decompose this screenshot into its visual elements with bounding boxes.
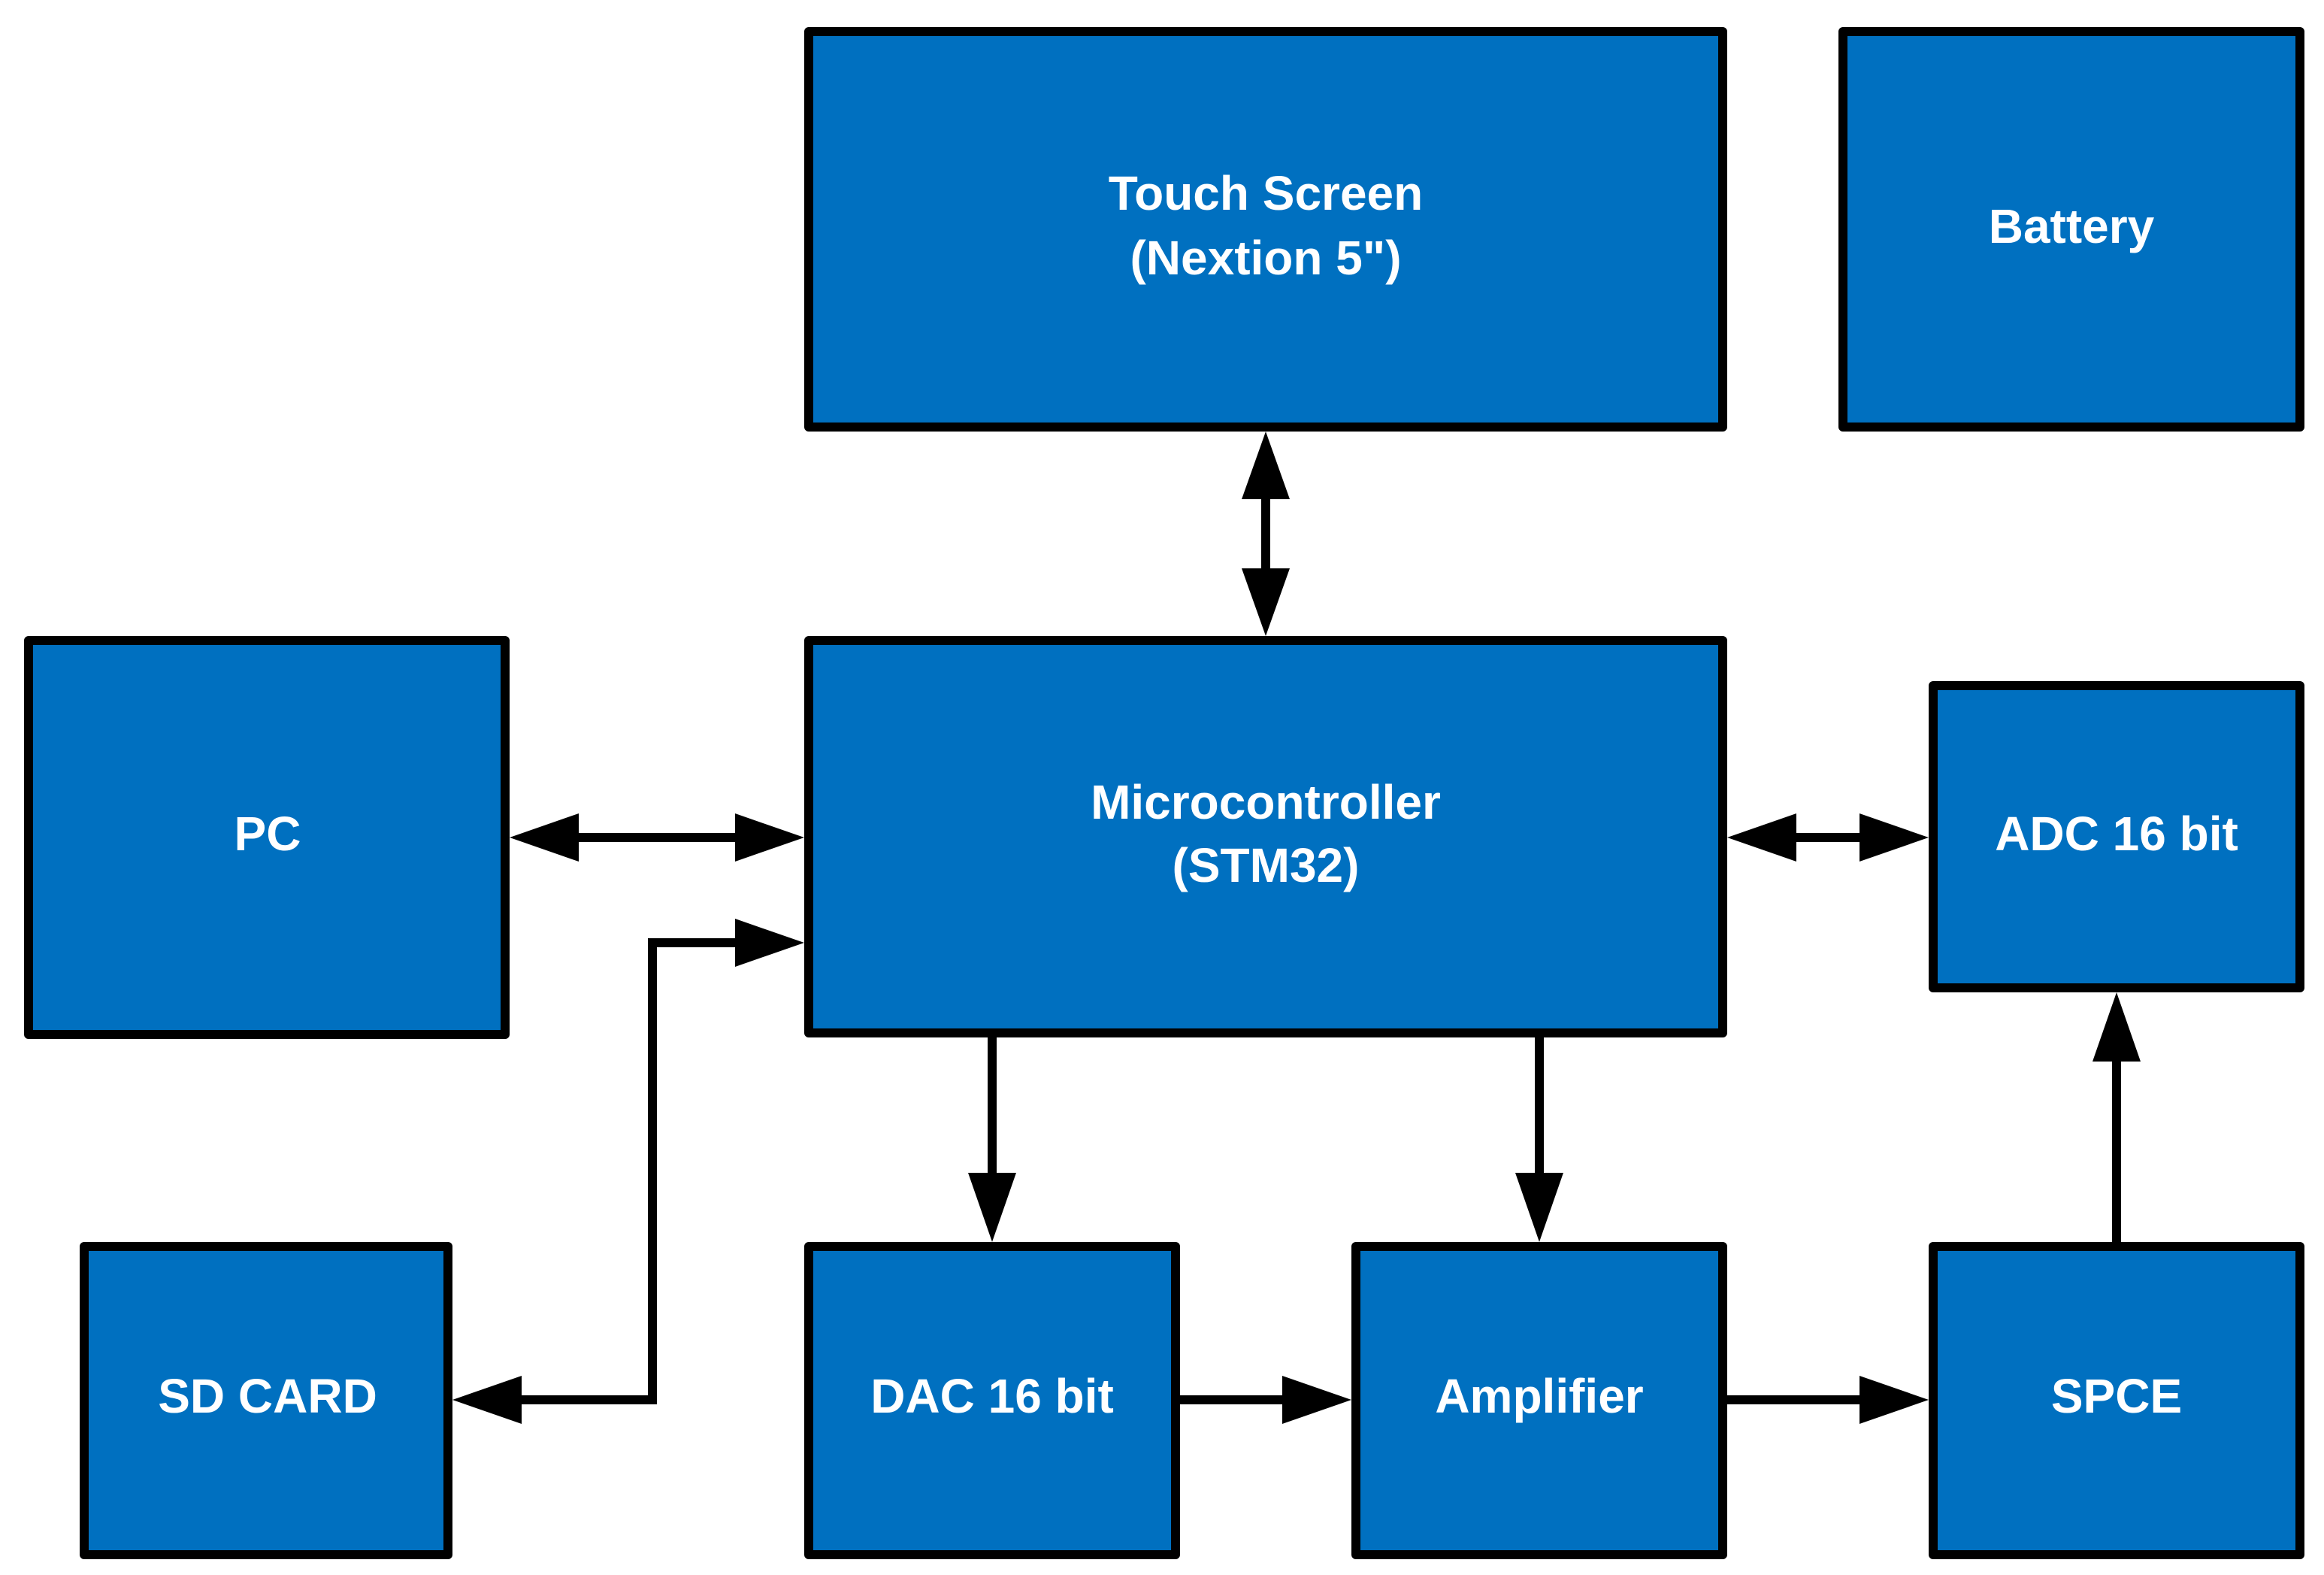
amplifier-spce-arrow (1727, 1376, 1929, 1424)
touchscreen-mcu-arrow (1242, 432, 1290, 636)
pc-label: PC (235, 807, 301, 861)
amplifier-block: Amplifier (1351, 1242, 1727, 1559)
dac-label: DAC 16 bit (870, 1369, 1114, 1423)
sd-card-label: SD CARD (158, 1369, 377, 1423)
amplifier-label: Amplifier (1435, 1369, 1643, 1423)
sdcard-mcu-arrow (452, 919, 804, 1424)
battery-label: Battery (1989, 199, 2155, 253)
microcontroller-block: Microcontroller (STM32) (804, 636, 1727, 1037)
spce-adc-arrow (2093, 992, 2141, 1242)
battery-block: Battery (1838, 27, 2304, 432)
microcontroller-label-line1: Microcontroller (1091, 775, 1441, 829)
spce-label: SPCE (2051, 1369, 2182, 1423)
spce-block: SPCE (1929, 1242, 2304, 1559)
touch-screen-label-line2: (Nextion 5") (1130, 231, 1401, 285)
microcontroller-label-line2: (STM32) (1173, 838, 1360, 892)
touch-screen-block: Touch Screen (Nextion 5") (804, 27, 1727, 432)
adc-label: ADC 16 bit (1995, 807, 2238, 861)
sd-card-block: SD CARD (80, 1242, 452, 1559)
adc-block: ADC 16 bit (1929, 681, 2304, 992)
mcu-dac-arrow (968, 1037, 1016, 1242)
pc-mcu-arrow (510, 813, 804, 862)
dac-amplifier-arrow (1180, 1376, 1351, 1424)
touch-screen-label-line1: Touch Screen (1109, 166, 1423, 220)
dac-block: DAC 16 bit (804, 1242, 1180, 1559)
mcu-adc-arrow (1727, 813, 1929, 862)
pc-block: PC (24, 636, 510, 1039)
mcu-amplifier-arrow (1515, 1037, 1563, 1242)
